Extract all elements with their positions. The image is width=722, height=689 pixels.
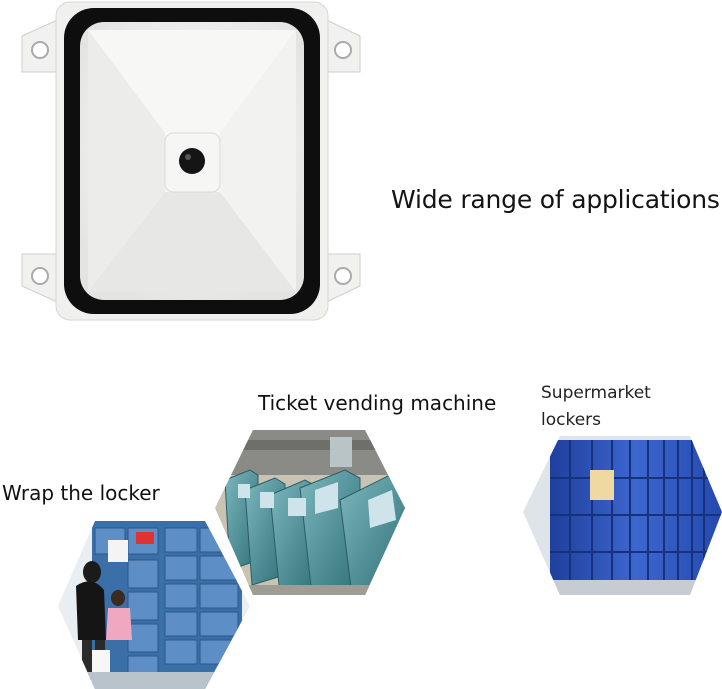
ticket-machine-photo bbox=[215, 430, 405, 595]
caption-ticket-vending-machine: Ticket vending machine bbox=[258, 391, 497, 415]
caption-wrap-the-locker: Wrap the locker bbox=[2, 481, 160, 505]
caption-supermarket-lockers: Supermarket lockers bbox=[541, 380, 681, 434]
caption-line: Supermarket bbox=[541, 383, 651, 403]
caption-line: lockers bbox=[541, 410, 602, 430]
supermarket-locker-photo bbox=[523, 436, 722, 595]
locker-photo bbox=[58, 521, 250, 689]
headline: Wide range of applications: bbox=[391, 185, 722, 214]
